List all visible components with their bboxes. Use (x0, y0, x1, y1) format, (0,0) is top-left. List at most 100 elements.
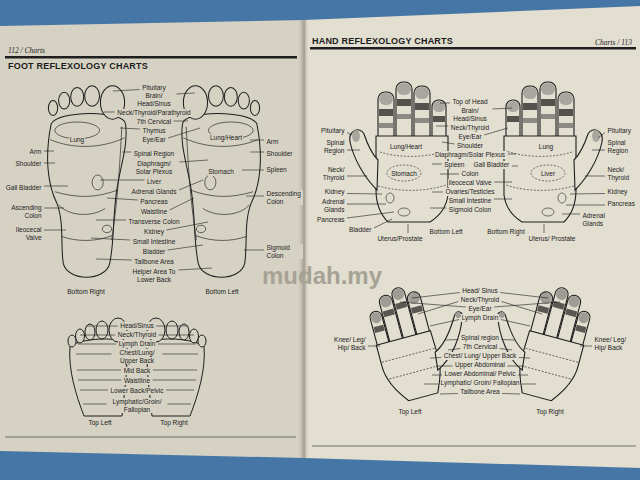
zone-label: Adrenal Glands (310, 198, 345, 213)
leader-line (120, 128, 140, 129)
chart-title: FOOT REFLEXOLOGY CHARTS (8, 61, 148, 72)
leader-line (168, 245, 203, 250)
leader-line (518, 375, 528, 376)
zone-label: Top Right (536, 408, 564, 416)
zone-label: Spinal Region (133, 150, 174, 158)
zone-line (61, 235, 112, 240)
zone-label: Descending Colon (266, 190, 303, 205)
zone-line (55, 190, 118, 197)
leader-line (91, 238, 130, 240)
zone-label: Bottom Left (205, 288, 239, 296)
right-page (304, 6, 640, 468)
leader-line (493, 108, 513, 109)
leader-line (168, 128, 200, 138)
zone-label: 7th Cervical (136, 118, 171, 126)
zone-label: Ascending Colon (7, 204, 42, 219)
zone-line (59, 205, 106, 215)
leader-line (374, 219, 392, 228)
left-page (0, 20, 304, 458)
zone-label: Neck/ Thyroid (314, 166, 345, 181)
zone-label: Neck/Thyroid (450, 124, 489, 132)
zone-line (102, 225, 111, 232)
leader-line (347, 212, 394, 218)
zone-label: Tailbone Area (460, 388, 500, 396)
foot-sole (182, 86, 261, 278)
leader-line (80, 390, 108, 391)
leader-line (430, 357, 441, 359)
zone-label: Pituitary (142, 84, 166, 92)
zone-label: Lymphatic/ Groin/ Fallopian (440, 379, 520, 387)
leader-line (177, 93, 196, 94)
zone-label: Spleen (444, 161, 465, 169)
leader-line (432, 192, 443, 193)
zone-line (378, 185, 446, 190)
finger-shade (370, 311, 383, 324)
zone-label: Lower Abdominal/ Pelvic (444, 370, 516, 378)
leader-line (347, 193, 382, 195)
zone-label: Small Intestine (448, 197, 492, 205)
finger-band (415, 103, 429, 110)
zone-label: Lung/Heart (209, 134, 242, 142)
toe (85, 86, 100, 106)
zone-label: Chest/ Lung/ Upper Back (443, 352, 517, 360)
leader-line (508, 154, 516, 155)
zone-label: Neck/Thyroid (460, 296, 499, 304)
zone-label: Lung (69, 136, 84, 144)
zone-label: Arm (29, 148, 42, 156)
zone-label: Pancreas (317, 216, 345, 224)
leader-line (522, 384, 536, 385)
leader-line (180, 160, 209, 162)
zone-label: Eye/Ear (458, 133, 482, 141)
leader-line (502, 302, 542, 315)
zone-label: Waistline (140, 208, 167, 216)
leader-line (500, 349, 512, 351)
leader-line (418, 302, 458, 315)
toe (76, 329, 85, 343)
zone-label: Eye/Ear (142, 136, 166, 144)
leader-line (512, 166, 518, 167)
zone-label: Stomach (208, 168, 235, 176)
leader-line (122, 152, 131, 153)
leader-line (242, 170, 264, 171)
zone-label: Brain/ Head/Sinus (450, 107, 491, 122)
zone-label: Ileocecal Valve (448, 179, 492, 187)
page-header: 112 / Charts (8, 46, 45, 55)
leader-line (156, 326, 188, 327)
leader-line (153, 370, 197, 371)
leader-line (436, 126, 448, 127)
zone-label: Lung/Heart (389, 143, 422, 151)
zone-label: Kidney (144, 228, 165, 236)
leader-line (44, 208, 64, 209)
finger-band (379, 123, 393, 128)
zone-label: Kidney (324, 188, 345, 196)
zone-label: Shoulder (456, 142, 483, 150)
zone-label: Bottom Right (487, 228, 526, 236)
zone-label: Sigmoid Colon (448, 206, 491, 214)
zone-label: Head/ Sinus (462, 287, 498, 295)
finger (414, 86, 430, 144)
zone-label: Knee/ Leg/ Hip/ Back (594, 336, 631, 351)
zone-label: Shoulder (15, 160, 42, 168)
zone-label: Brain/ Head/Sinus (134, 92, 175, 107)
zone-label: Diaphragm/Solar Plexus (434, 151, 505, 159)
zone-label: Top of Head (452, 98, 488, 106)
finger-shade (392, 288, 405, 301)
leader-line (86, 326, 118, 327)
leader-line (448, 349, 460, 351)
page-header: Charts / 113 (595, 38, 632, 47)
toe (85, 324, 95, 340)
zone-line (387, 165, 421, 181)
leader-line (347, 133, 352, 136)
zone-label: Neck/ Thyroid (607, 166, 638, 181)
leader-line (104, 112, 115, 113)
zone-line (382, 348, 435, 362)
leader-line (544, 224, 545, 233)
hand-palm (504, 82, 602, 222)
zone-label: Tailbone Area (134, 258, 174, 266)
leader-line (432, 375, 442, 376)
leader-line (570, 193, 605, 195)
zone-label: Sigmoid Colon (266, 244, 303, 259)
zone-label: Uterus/Prostate (377, 235, 423, 243)
zone-label: Pituitary (607, 127, 631, 135)
zone-label: Spinal Region (607, 139, 638, 154)
